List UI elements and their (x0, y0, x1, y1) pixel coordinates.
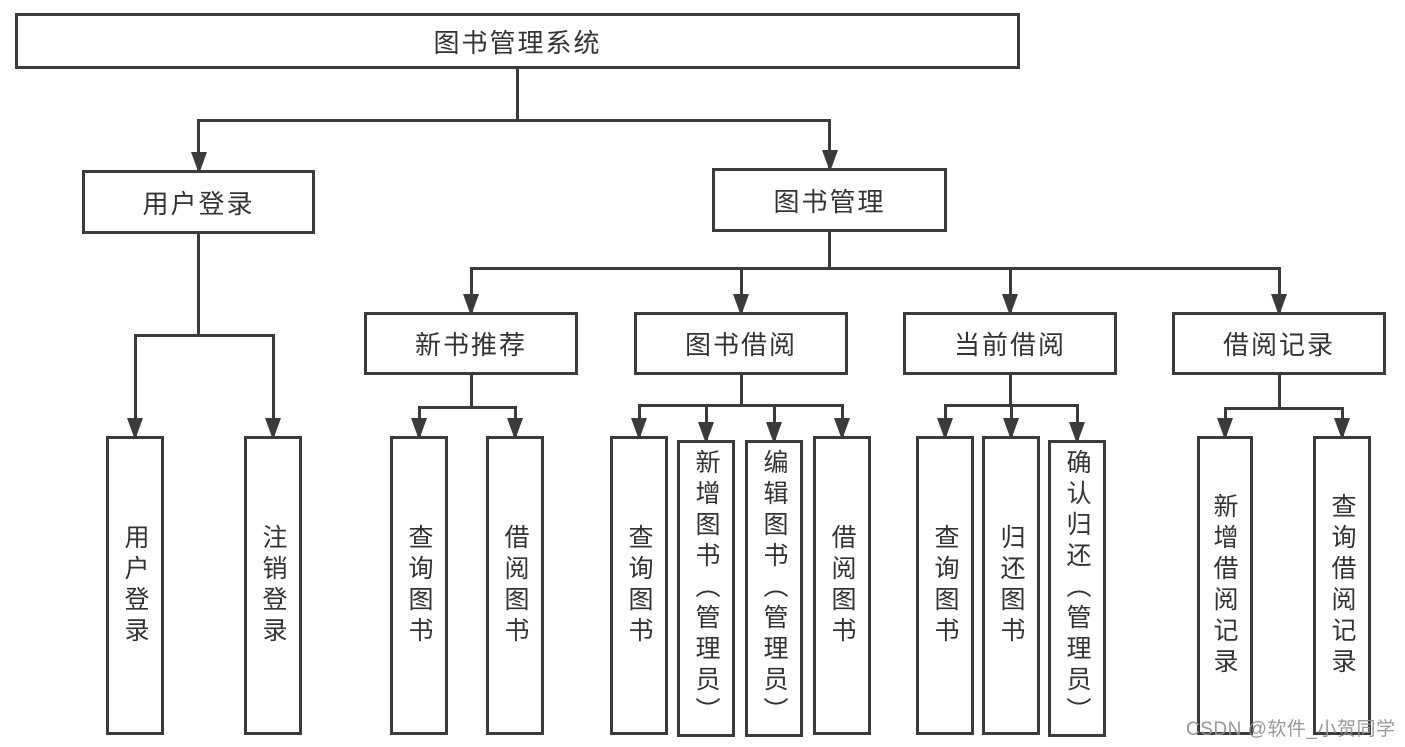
connector-line (469, 268, 473, 312)
arrowhead-icon (937, 418, 953, 440)
arrowhead-icon (1334, 418, 1350, 440)
arrowhead-icon (265, 418, 281, 440)
arrowhead-icon (507, 418, 523, 440)
arrowhead-icon (1069, 422, 1085, 444)
connector-line (197, 119, 831, 122)
node-new-book-rec: 新书推荐 (364, 312, 578, 375)
arrowhead-icon (821, 150, 838, 172)
arrowhead-icon (1002, 294, 1018, 316)
node-leaf-add-record: 新增借阅记录 (1197, 436, 1253, 735)
node-leaf-borrow-book-2: 借阅图书 (813, 436, 871, 735)
node-leaf-borrow-book-1: 借阅图书 (486, 436, 544, 735)
node-leaf-query-book-2: 查询图书 (610, 436, 668, 735)
node-leaf-logout: 注销登录 (244, 436, 302, 735)
node-current-borrow: 当前借阅 (903, 312, 1117, 375)
connector-line (1008, 268, 1012, 312)
node-book-borrow: 图书借阅 (634, 312, 848, 375)
connector-line (197, 233, 200, 336)
node-leaf-user-login: 用户登录 (106, 436, 164, 735)
connector-line (417, 406, 517, 409)
arrowhead-icon (127, 418, 143, 440)
arrowhead-icon (698, 422, 714, 444)
node-leaf-query-record: 查询借阅记录 (1313, 436, 1371, 735)
connector-line (469, 267, 1281, 270)
node-borrow-records: 借阅记录 (1172, 312, 1386, 375)
connector-line (637, 404, 844, 407)
connector-line (1008, 374, 1012, 406)
node-leaf-query-book-3: 查询图书 (916, 436, 974, 735)
arrowhead-icon (411, 418, 427, 440)
connector-line (516, 68, 519, 121)
connector-line (197, 120, 200, 170)
node-leaf-add-book: 新增图书（管理员） (677, 440, 735, 737)
connector-line (828, 231, 831, 269)
connector-line (739, 268, 743, 312)
connector-line (133, 335, 137, 436)
connector-line (1277, 374, 1281, 409)
connector-line (133, 334, 275, 337)
node-leaf-return-book: 归还图书 (982, 436, 1040, 735)
arrowhead-icon (766, 422, 782, 444)
arrowhead-icon (463, 294, 479, 316)
connector-line (1277, 268, 1281, 312)
node-leaf-confirm-return: 确认归还（管理员） (1048, 440, 1106, 737)
arrowhead-icon (733, 294, 749, 316)
node-user-login: 用户登录 (82, 170, 315, 234)
connector-line (469, 374, 473, 408)
arrowhead-icon (1003, 418, 1019, 440)
connector-line (271, 335, 275, 436)
node-leaf-edit-book: 编辑图书（管理员） (745, 440, 803, 737)
connector-line (1223, 407, 1344, 410)
arrowhead-icon (834, 418, 850, 440)
csdn-watermark: CSDN @软件_小贺同学 (1186, 719, 1396, 740)
arrowhead-icon (1271, 294, 1287, 316)
connector-line (739, 374, 743, 406)
node-root: 图书管理系统 (15, 13, 1020, 69)
node-leaf-query-book-1: 查询图书 (390, 436, 448, 735)
arrowhead-icon (1217, 418, 1233, 440)
node-book-mgmt: 图书管理 (712, 168, 947, 232)
arrowhead-icon (631, 418, 647, 440)
arrowhead-icon (190, 152, 207, 174)
connector-line (828, 120, 831, 168)
